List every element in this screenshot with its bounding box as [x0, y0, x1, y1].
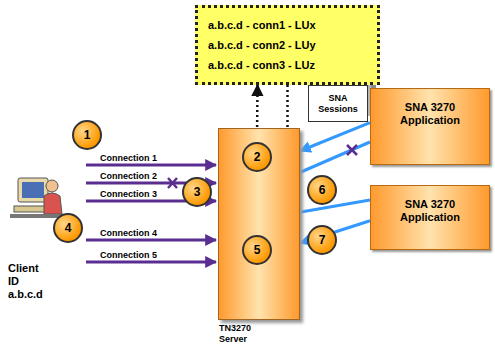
callout-text: 5 — [254, 243, 261, 257]
callout-number: 4 — [53, 213, 83, 243]
callout-text: 7 — [319, 233, 326, 247]
session-lines — [301, 142, 370, 212]
mapping-table: a.b.c.d - conn1 - LUxa.b.c.d - conn2 - L… — [195, 5, 380, 85]
callout-text: 1 — [84, 128, 91, 142]
node-text: TN3270 Server — [219, 323, 264, 345]
connection-label: Connection 2 — [100, 171, 157, 182]
client-computer — [10, 178, 62, 218]
node-text: a.b.c.d - conn2 - LUy — [208, 35, 367, 55]
callout-number: 5 — [242, 235, 272, 265]
application-box: SNA 3270 Application — [370, 185, 490, 250]
node-text: SNA 3270 Application — [377, 198, 483, 224]
connection-label: Connection 5 — [100, 250, 157, 261]
session-line — [300, 123, 370, 151]
connection-label: Connection 4 — [100, 228, 157, 239]
sessions-box: SNA Sessions — [308, 85, 368, 122]
callout-text: 2 — [254, 150, 261, 164]
node-text: SNA 3270 Application — [377, 101, 483, 127]
connection-label: Connection 1 — [100, 153, 157, 164]
callout-number: 3 — [182, 177, 212, 207]
callout-number: 2 — [242, 142, 272, 172]
node-text: SNA Sessions — [312, 93, 364, 115]
callout-text: 6 — [319, 183, 326, 197]
connection-arrows — [86, 165, 216, 262]
callout-text: 4 — [65, 221, 72, 235]
node-text: a.b.c.d - conn3 - LUz — [208, 55, 367, 75]
callout-text: 3 — [194, 185, 201, 199]
callout-number: 1 — [72, 120, 102, 150]
connection-label: Connection 3 — [100, 189, 157, 200]
callout-number: 6 — [307, 175, 337, 205]
server-box: TN3270 Server25 — [218, 128, 300, 320]
client-label: Client ID a.b.c.d — [8, 262, 52, 301]
node-text: a.b.c.d - conn1 - LUx — [208, 15, 367, 35]
callout-number: 7 — [307, 225, 337, 255]
application-box: SNA 3270 Application — [370, 88, 490, 165]
